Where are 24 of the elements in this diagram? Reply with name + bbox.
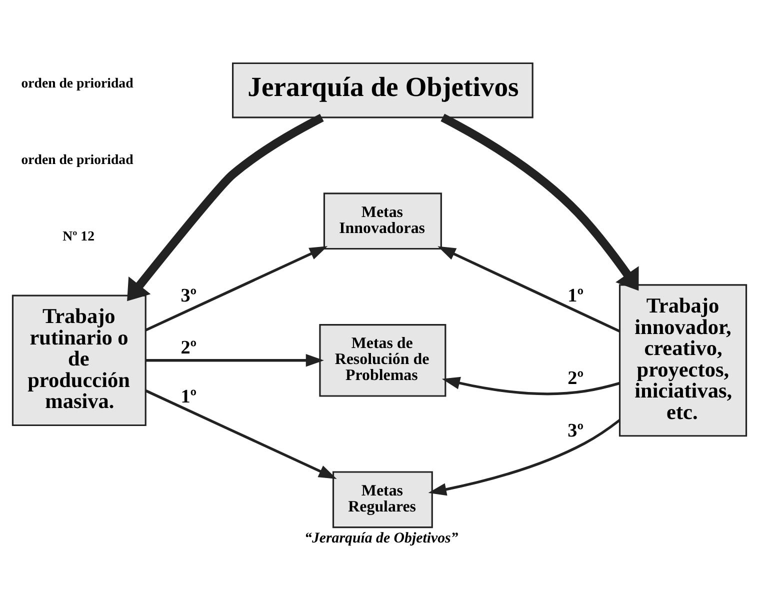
- node-box: Metas de Resolución de Problemas: [319, 324, 446, 397]
- label: orden de prioridad: [21, 76, 134, 91]
- arrow: [438, 246, 620, 332]
- label: Nº 12: [62, 228, 95, 244]
- arrow: [127, 114, 324, 302]
- node-box: Jerarquía de Objetivos: [232, 62, 534, 118]
- edge-label: 3º: [180, 285, 197, 306]
- edge-label: 2º: [568, 368, 584, 390]
- node-box: Metas Regulares: [332, 471, 433, 528]
- arrow: [145, 246, 328, 332]
- node-box: Trabajo rutinario o de producción masiva.: [12, 294, 146, 426]
- arrow: [146, 354, 324, 367]
- edge-label: 1º: [568, 285, 584, 306]
- node-box: Trabajo innovador, creativo, proyectos, iniciativas, etc.: [618, 284, 748, 437]
- arrow: [145, 389, 337, 479]
- label: orden de prioridad: [21, 152, 134, 168]
- edge-label: 2º: [180, 337, 197, 358]
- arrow: [440, 114, 639, 291]
- edge-label: 3º: [568, 420, 584, 442]
- arrow: [442, 376, 620, 396]
- edge-label: 1º: [180, 386, 197, 408]
- node-box: Metas Innovadoras: [323, 192, 442, 250]
- caption: “Jerarquía de Objetivos”: [304, 530, 458, 546]
- arrow: [428, 419, 620, 496]
